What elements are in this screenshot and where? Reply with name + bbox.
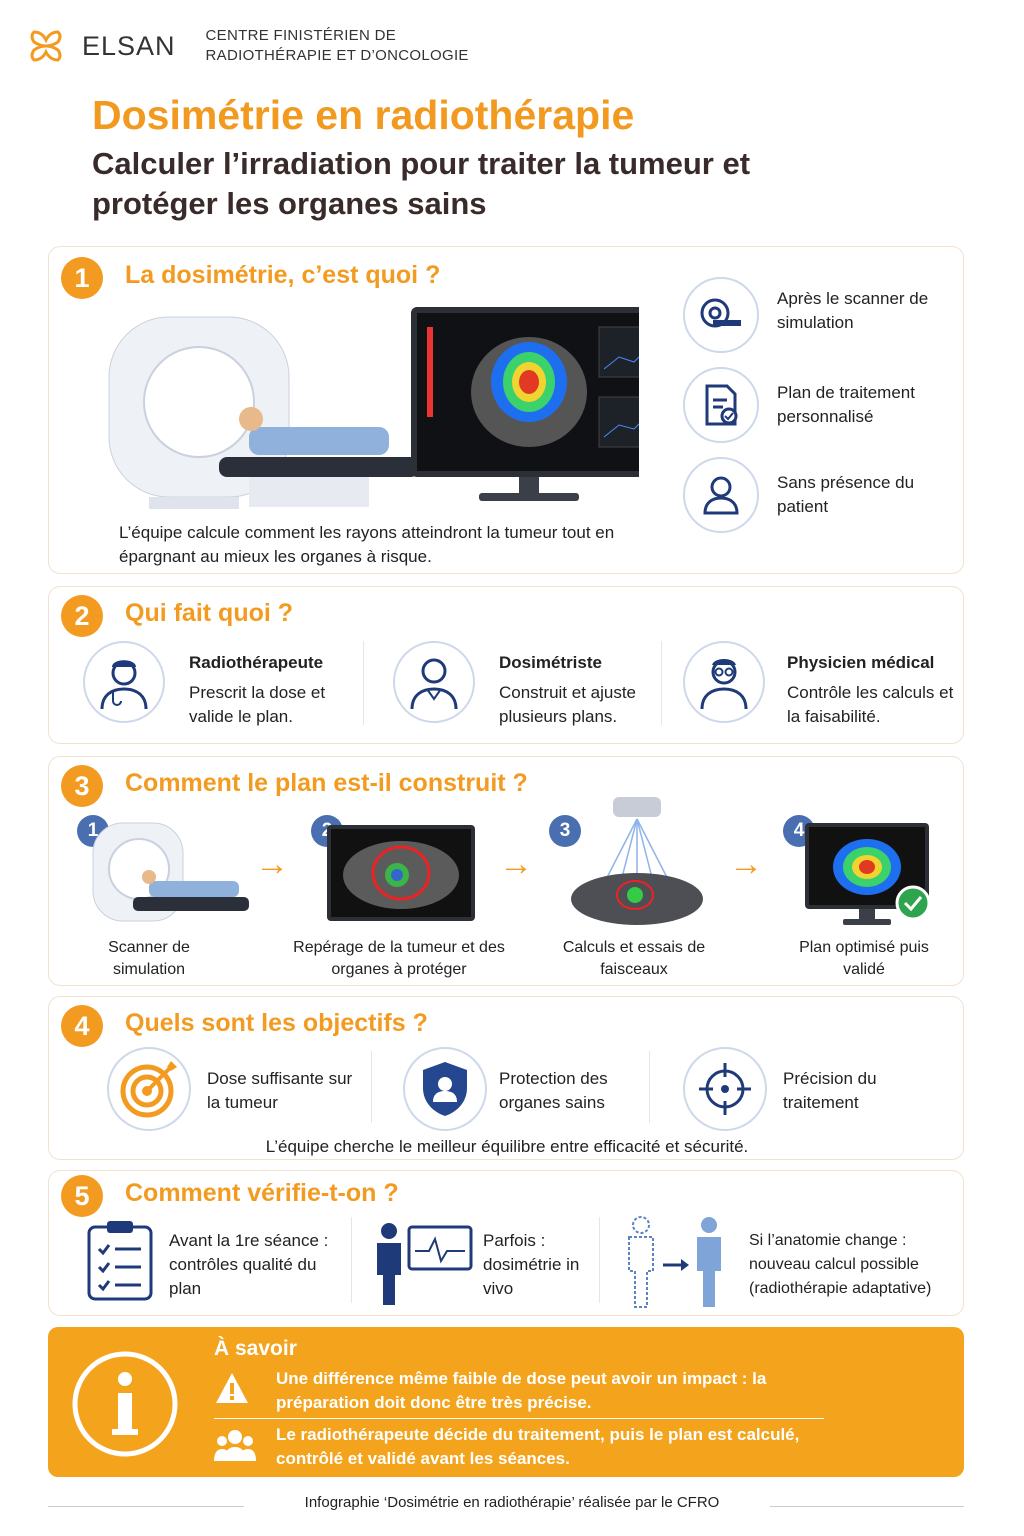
info-icon	[72, 1351, 178, 1457]
arrow-right-icon: →	[729, 845, 763, 883]
divider	[649, 1051, 650, 1123]
ct-contour-image-icon	[327, 825, 475, 921]
section-3: 3 Comment le plan est-il construit ? 1 S…	[48, 756, 964, 986]
info-box: À savoir Une différence même faible de d…	[48, 1327, 964, 1477]
section-number: 2	[61, 595, 103, 637]
monitor-dose-map-icon	[411, 307, 639, 501]
info-line-1: Une différence même faible de dose peut …	[276, 1369, 767, 1412]
section-2: 2 Qui fait quoi ? Radiothérapeute Prescr…	[48, 586, 964, 744]
ct-scanner-icon	[108, 316, 419, 509]
info-divider	[214, 1418, 824, 1419]
beam-calculation-icon	[571, 797, 703, 925]
section-4: 4 Quels sont les objectifs ? Dose suffis…	[48, 996, 964, 1160]
center-line-1: CENTRE FINISTÉRIEN DE	[205, 27, 397, 44]
page-title: Dosimétrie en radiothérapie	[92, 92, 635, 138]
brand-name: ELSAN	[82, 30, 176, 61]
center-line-2: RADIOTHÉRAPIE ET D’ONCOLOGIE	[205, 47, 469, 64]
divider	[661, 641, 662, 725]
document-check-icon	[683, 367, 759, 443]
page-subtitle: Calculer l’irradiation pour traiter la t…	[92, 146, 751, 221]
step-label: Plan optimisé puis validé	[799, 939, 929, 978]
man-icon	[393, 641, 475, 723]
step-label: Scanner de simulation	[108, 939, 190, 978]
doctor-icon	[83, 641, 165, 723]
anatomy-change-icon	[628, 1216, 721, 1308]
section-title: Qui fait quoi ?	[125, 599, 294, 627]
warning-icon	[216, 1373, 248, 1403]
divider	[363, 641, 364, 725]
role-name: Dosimétriste	[499, 653, 602, 672]
section-title: Comment vérifie-t-on ?	[125, 1179, 399, 1207]
arrow-right-icon: →	[499, 845, 533, 883]
goal-text: Protection des organes sains	[499, 1069, 608, 1112]
monitor-validated-icon	[805, 823, 931, 925]
section-1-body: L’équipe calcule comment les rayons atte…	[119, 523, 615, 566]
divider	[599, 1217, 600, 1303]
role-name: Physicien médical	[787, 653, 935, 672]
arrow-right-icon: →	[255, 845, 289, 883]
divider	[371, 1051, 372, 1123]
check-text: Parfois : dosimétrie in vivo	[483, 1231, 580, 1298]
shield-icon	[403, 1047, 487, 1131]
step-number: 3	[549, 815, 581, 847]
role-desc: Contrôle les calculs et la faisabilité.	[787, 683, 954, 726]
info-title: À savoir	[214, 1337, 297, 1360]
section-title: Quels sont les objectifs ?	[125, 1009, 428, 1037]
s1-item-text: Sans présence du patient	[777, 473, 915, 516]
person-icon	[683, 457, 759, 533]
divider	[351, 1217, 352, 1303]
center-name: CENTRE FINISTÉRIEN DE RADIOTHÉRAPIE ET D…	[206, 26, 469, 66]
ct-scanner-icon	[92, 822, 249, 922]
step-label: Calculs et essais de faisceaux	[562, 939, 706, 978]
target-icon	[107, 1047, 191, 1131]
physicist-icon	[683, 641, 765, 723]
footer-rule	[770, 1506, 964, 1507]
header: ELSAN CENTRE FINISTÉRIEN DE RADIOTHÉRAPI…	[28, 26, 469, 66]
check-text: Si l’anatomie change : nouveau calcul po…	[749, 1232, 932, 1297]
crosshair-icon	[683, 1047, 767, 1131]
role-desc: Prescrit la dose et valide le plan.	[189, 683, 326, 726]
section-number: 1	[61, 257, 103, 299]
footer-rule	[48, 1506, 244, 1507]
goal-text: Dose suffisante sur la tumeur	[207, 1069, 353, 1112]
section-number: 3	[61, 765, 103, 807]
section-1: 1 La dosimétrie, c’est quoi ?	[48, 246, 964, 574]
role-desc: Construit et ajuste plusieurs plans.	[499, 683, 637, 726]
scanner-monitor-illustration	[108, 307, 639, 509]
elsan-logo-icon	[30, 30, 62, 62]
goal-text: Précision du traitement	[783, 1069, 877, 1112]
s1-item-text: Après le scanner de simulation	[777, 289, 929, 332]
objectives-note: L’équipe cherche le meilleur équilibre e…	[265, 1137, 749, 1156]
check-text: Avant la 1re séance : contrôles qualité …	[169, 1231, 329, 1298]
group-icon	[214, 1430, 256, 1461]
scanner-icon	[683, 277, 759, 353]
section-number: 5	[61, 1175, 103, 1217]
info-line-2: Le radiothérapeute décide du traitement,…	[276, 1425, 800, 1468]
step-label: Repérage de la tumeur et des organes à p…	[293, 939, 505, 978]
role-name: Radiothérapeute	[189, 653, 324, 672]
section-title: Comment le plan est-il construit ?	[125, 769, 528, 797]
s1-item-text: Plan de traitement personnalisé	[777, 383, 915, 426]
check-badge-icon	[895, 885, 931, 921]
section-number: 4	[61, 1005, 103, 1047]
monitor-person-icon	[377, 1223, 473, 1305]
section-5: 5 Comment vérifie-t-on ? Avant la 1re sé…	[48, 1170, 964, 1316]
footer-credit: Infographie ‘Dosimétrie en radiothérapie…	[304, 1494, 720, 1511]
checklist-icon	[87, 1221, 153, 1301]
section-title: La dosimétrie, c’est quoi ?	[125, 261, 441, 289]
